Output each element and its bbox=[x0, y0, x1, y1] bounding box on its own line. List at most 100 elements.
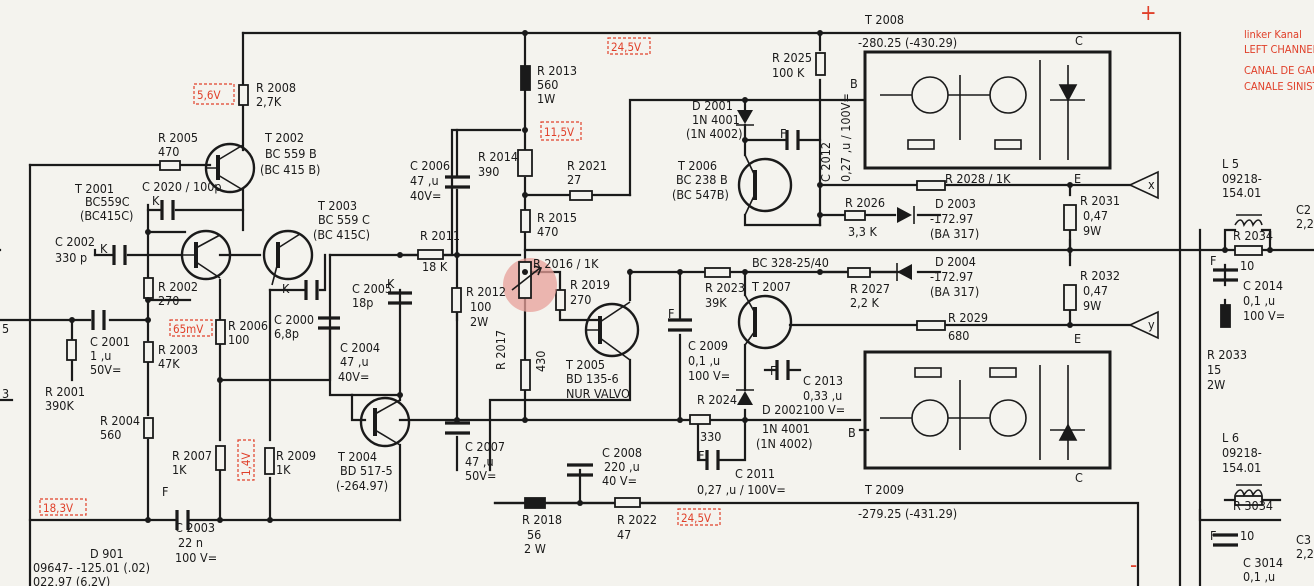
inductor-l6 bbox=[1234, 484, 1263, 497]
output-terminal-x[interactable] bbox=[1128, 170, 1159, 200]
svg-text:100 K: 100 K bbox=[772, 65, 805, 80]
svg-text:F: F bbox=[668, 306, 674, 321]
svg-text:2W: 2W bbox=[1207, 377, 1225, 392]
label-t2004: T 2004 bbox=[337, 449, 377, 464]
svg-text:2W: 2W bbox=[470, 314, 488, 329]
svg-text:1 ,u: 1 ,u bbox=[90, 348, 111, 363]
svg-text:1N 4001: 1N 4001 bbox=[692, 112, 740, 127]
svg-text:100: 100 bbox=[470, 299, 491, 314]
svg-text:270: 270 bbox=[570, 292, 591, 307]
svg-text:09218-: 09218- bbox=[1222, 445, 1262, 460]
svg-text:R 2016 / 1K: R 2016 / 1K bbox=[533, 256, 599, 271]
svg-text:220 ,u: 220 ,u bbox=[604, 459, 640, 474]
svg-text:39K: 39K bbox=[705, 295, 727, 310]
svg-text:47 ,u: 47 ,u bbox=[410, 173, 439, 188]
svg-text:(-264.97): (-264.97) bbox=[336, 478, 388, 493]
svg-text:09647- -125.01 (.02): 09647- -125.01 (.02) bbox=[33, 560, 150, 575]
resistor-r2023 bbox=[704, 267, 731, 278]
resistor-r2019 bbox=[555, 289, 566, 311]
svg-text:1N 4001: 1N 4001 bbox=[762, 421, 810, 436]
svg-text:BD 517-5: BD 517-5 bbox=[340, 463, 393, 478]
resistor-r2022 bbox=[614, 497, 641, 508]
svg-text:F: F bbox=[780, 126, 786, 141]
svg-text:T 2007: T 2007 bbox=[751, 279, 791, 294]
label-t2009: T 2009 bbox=[864, 482, 904, 497]
svg-text:0,1 ,u: 0,1 ,u bbox=[688, 353, 720, 368]
svg-text:0,1 ,u: 0,1 ,u bbox=[1243, 569, 1275, 584]
transistor-t2005 bbox=[584, 301, 640, 361]
minus-rail-label: - bbox=[1130, 553, 1137, 578]
transistor-t2003 bbox=[262, 229, 314, 286]
svg-text:R 2033: R 2033 bbox=[1207, 347, 1247, 362]
darlington-bottom bbox=[880, 365, 1085, 460]
resistor-r2017 bbox=[520, 359, 531, 391]
svg-text:R 2026: R 2026 bbox=[845, 195, 885, 210]
svg-text:F: F bbox=[162, 484, 168, 499]
svg-text:LEFT CHANNEL: LEFT CHANNEL bbox=[1244, 43, 1314, 56]
potentiometer-r2016[interactable] bbox=[511, 261, 543, 299]
svg-text:330 p: 330 p bbox=[55, 250, 87, 265]
svg-text:R 2034: R 2034 bbox=[1233, 228, 1273, 243]
svg-text:D 901: D 901 bbox=[90, 546, 124, 561]
resistor-r2003 bbox=[143, 341, 154, 363]
resistor-r2027 bbox=[847, 267, 871, 278]
svg-text:BC559C: BC559C bbox=[85, 194, 130, 209]
svg-text:24,5V: 24,5V bbox=[611, 40, 641, 54]
svg-text:NUR VALVO: NUR VALVO bbox=[566, 386, 630, 401]
svg-text:C 2005: C 2005 bbox=[352, 281, 392, 296]
svg-text:C 2012: C 2012 bbox=[818, 142, 833, 182]
diodes bbox=[736, 110, 915, 405]
svg-text:100: 100 bbox=[228, 332, 249, 347]
capacitor-c2005 bbox=[388, 291, 412, 305]
capacitor-c2014 bbox=[1213, 268, 1238, 282]
svg-text:E: E bbox=[1074, 171, 1081, 186]
svg-text:50V=: 50V= bbox=[465, 468, 496, 483]
svg-text:9W: 9W bbox=[1083, 298, 1101, 313]
svg-text:0,1 ,u: 0,1 ,u bbox=[1243, 293, 1275, 308]
svg-text:3,3 K: 3,3 K bbox=[848, 224, 877, 239]
svg-text:560: 560 bbox=[100, 427, 121, 442]
svg-text:390K: 390K bbox=[45, 398, 74, 413]
capacitor-c2008 bbox=[567, 463, 593, 477]
resistor-r2006 bbox=[215, 319, 226, 345]
svg-text:D 2004: D 2004 bbox=[935, 254, 976, 269]
svg-text:(BC415C): (BC415C) bbox=[80, 208, 133, 223]
resistor-r2028 bbox=[916, 180, 946, 191]
svg-text:40V=: 40V= bbox=[338, 369, 369, 384]
transistor-t2004 bbox=[359, 396, 411, 448]
svg-text:1K: 1K bbox=[276, 462, 291, 477]
svg-text:C 3014: C 3014 bbox=[1243, 555, 1283, 570]
svg-text:100 V=: 100 V= bbox=[688, 368, 730, 383]
svg-text:C 2000: C 2000 bbox=[274, 312, 314, 327]
resistor-r2021 bbox=[569, 190, 593, 201]
transistor-t2001 bbox=[180, 229, 232, 281]
svg-text:(BC 547B): (BC 547B) bbox=[672, 187, 729, 202]
capacitor-c3014 bbox=[1213, 533, 1238, 547]
svg-text:100 V=: 100 V= bbox=[175, 550, 217, 565]
resistor-r2018 bbox=[524, 497, 546, 509]
svg-text:40V=: 40V= bbox=[410, 188, 441, 203]
svg-text:CANAL DE GAUCHE: CANAL DE GAUCHE bbox=[1244, 64, 1314, 77]
labels-diodes: D 2001 1N 4001 (1N 4002) D 2002 1N 4001 … bbox=[33, 98, 979, 586]
svg-text:C 2011: C 2011 bbox=[735, 466, 775, 481]
resistor-r2032 bbox=[1063, 284, 1077, 311]
svg-text:100 V=: 100 V= bbox=[1243, 308, 1285, 323]
transistor-t2006 bbox=[737, 154, 793, 216]
svg-text:R 2021: R 2021 bbox=[567, 158, 607, 173]
svg-text:47 ,u: 47 ,u bbox=[340, 354, 369, 369]
resistor-r2001 bbox=[66, 339, 77, 361]
svg-text:(BC 415C): (BC 415C) bbox=[313, 227, 370, 242]
output-terminal-y[interactable] bbox=[1128, 310, 1159, 340]
svg-text:47 ,u: 47 ,u bbox=[465, 454, 494, 469]
svg-text:K: K bbox=[100, 241, 108, 256]
resistor-r2026 bbox=[844, 210, 866, 221]
svg-text:C 2008: C 2008 bbox=[602, 445, 642, 460]
svg-text:R 2009: R 2009 bbox=[276, 448, 316, 463]
svg-text:(BA 317): (BA 317) bbox=[930, 284, 979, 299]
resistor-r2005 bbox=[159, 160, 181, 171]
svg-text:BC 559 B: BC 559 B bbox=[265, 146, 317, 161]
capacitor-c2020 bbox=[160, 200, 175, 220]
svg-text:(BC 415 B): (BC 415 B) bbox=[260, 162, 320, 177]
capacitor-c2012 bbox=[785, 130, 800, 150]
svg-text:R 2004: R 2004 bbox=[100, 413, 140, 428]
